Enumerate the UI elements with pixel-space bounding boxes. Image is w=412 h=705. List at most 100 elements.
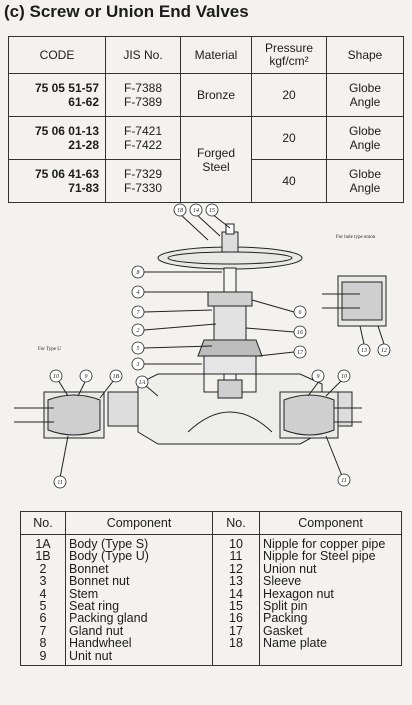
jis-value: F-7389 — [123, 95, 163, 109]
callout-label: 13 — [361, 348, 367, 354]
component-name: Seat ring — [65, 600, 213, 612]
callout-label: 4 — [137, 289, 140, 296]
component-number: 3 — [20, 575, 66, 588]
component-number: 18 — [212, 637, 260, 650]
shape-value: Globe — [348, 167, 382, 181]
component-number: 12 — [212, 562, 260, 575]
component-number: 2 — [20, 562, 66, 575]
code-value: 61-62 — [68, 95, 99, 109]
component-number: 5 — [20, 600, 66, 612]
callout-label: 10 — [341, 374, 347, 380]
callout-label: 3 — [136, 362, 140, 368]
callout-label: 14 — [193, 207, 199, 214]
component-name: Packing gland — [65, 612, 213, 625]
component-name: Body (Type S) — [65, 534, 213, 551]
code-value: 75 05 51-57 — [34, 81, 99, 95]
callout-label: 15 — [209, 208, 215, 214]
component-number: 14 — [212, 587, 260, 600]
jis-value: F-7421 — [123, 124, 163, 138]
shape-value: Angle — [349, 181, 381, 195]
callout-group: 18 14 15 8 4 7 2 5 3 1A 6 16 17 10 9 1B … — [49, 203, 391, 489]
component-name: Packing — [259, 612, 402, 625]
component-name: Body (Type U) — [65, 550, 213, 563]
spec-table: CODE JIS No. Material Pressure kgf/cm² S… — [8, 36, 404, 203]
material-cell: Bronze — [180, 73, 252, 117]
component-number: 7 — [20, 624, 66, 637]
callout-label: 10 — [53, 374, 59, 380]
jis-value: F-7329 — [123, 167, 163, 181]
component-number: 9 — [20, 649, 66, 667]
component-number: 15 — [212, 600, 260, 612]
callout-label: 6 — [299, 310, 302, 316]
jis-value: F-7422 — [123, 138, 163, 152]
code-value: 75 06 01-13 — [34, 124, 99, 138]
code-value: 75 06 41-63 — [34, 167, 99, 181]
component-name — [259, 649, 402, 667]
shape-value: Angle — [349, 138, 381, 152]
component-number: 16 — [212, 612, 260, 625]
material-value: Steel — [202, 159, 230, 174]
callout-label: 7 — [137, 310, 141, 316]
callout-label: 11 — [57, 480, 63, 486]
header-no-right: No. — [212, 511, 260, 535]
component-number: 10 — [212, 534, 260, 551]
component-number — [212, 649, 260, 667]
header-code: CODE — [8, 36, 106, 74]
header-jis: JIS No. — [105, 36, 181, 74]
component-name: Gland nut — [65, 624, 213, 637]
hole-union-label: For hole type union — [336, 235, 376, 240]
header-shape: Shape — [326, 36, 404, 74]
callout-label: 8 — [137, 270, 140, 276]
callout-label: 12 — [381, 348, 387, 354]
component-number: 13 — [212, 575, 260, 588]
component-name: Hexagon nut — [259, 587, 402, 600]
component-name: Name plate — [259, 637, 402, 650]
valve-body-shape — [137, 373, 323, 445]
header-pressure: Pressure kgf/cm² — [251, 36, 327, 74]
section-title: (c) Screw or Union End Valves — [4, 2, 249, 21]
header-no-left: No. — [20, 511, 66, 535]
material-value: Forged — [196, 145, 236, 160]
component-number: 4 — [20, 587, 66, 600]
callout-label: 16 — [297, 330, 303, 336]
component-name: Nipple for Steel pipe — [259, 550, 402, 563]
callout-label: 1A — [139, 380, 146, 386]
header-pressure-unit: kgf/cm² — [269, 54, 309, 68]
component-name: Sleeve — [259, 575, 402, 588]
component-number: 8 — [20, 637, 66, 650]
component-number: 1B — [20, 550, 66, 563]
pressure-cell: 20 — [251, 116, 327, 160]
callout-label: 5 — [137, 346, 140, 352]
code-value: 71-83 — [68, 181, 99, 195]
component-number: 6 — [20, 612, 66, 625]
component-name: Bonnet nut — [65, 575, 213, 588]
shape-value: Globe — [348, 124, 382, 138]
callout-label: 17 — [297, 350, 304, 356]
component-number: 17 — [212, 624, 260, 637]
header-material: Material — [180, 36, 252, 74]
callout-label: 1B — [113, 374, 120, 380]
component-name: Stem — [65, 587, 213, 600]
header-component-left: Component — [65, 511, 213, 535]
component-name: Handwheel — [65, 637, 213, 650]
type-u-label: For Type U — [38, 347, 61, 352]
callout-label: 2 — [137, 328, 140, 334]
